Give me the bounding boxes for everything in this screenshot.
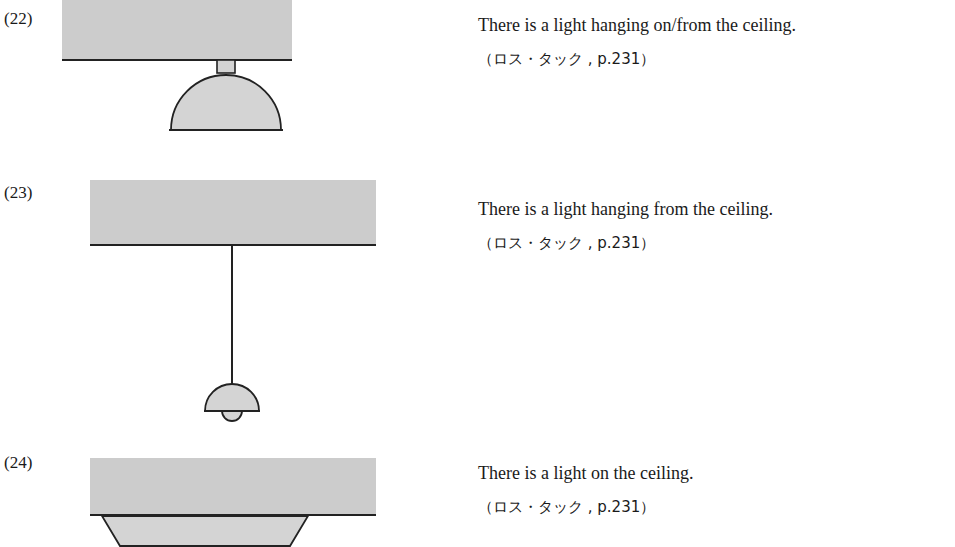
item-number: (24)	[4, 452, 32, 474]
example-sentence: There is a light on the ceiling.	[478, 462, 693, 484]
item-number: (23)	[4, 182, 32, 204]
source-citation: （ロス・タック , p.231）	[478, 232, 655, 254]
example-sentence: There is a light hanging from the ceilin…	[478, 198, 773, 220]
pendant-light-23	[90, 180, 376, 421]
source-citation: （ロス・タック , p.231）	[478, 496, 655, 518]
item-number: (22)	[4, 8, 32, 30]
ceiling-light-22	[62, 0, 292, 130]
flush-light-24	[90, 458, 376, 546]
example-sentence: There is a light hanging on/from the cei…	[478, 14, 796, 36]
source-citation: （ロス・タック , p.231）	[478, 48, 655, 70]
